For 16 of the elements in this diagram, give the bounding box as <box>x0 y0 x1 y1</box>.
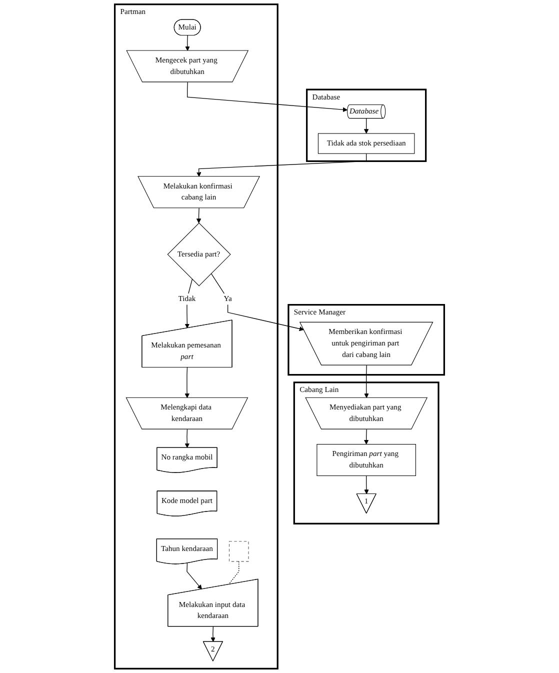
arrow <box>210 273 304 332</box>
arrow <box>364 475 369 494</box>
arrow <box>187 82 348 112</box>
node-box <box>228 541 249 562</box>
arrow <box>185 35 190 51</box>
arrow <box>186 562 202 590</box>
arrow <box>210 626 216 642</box>
arrow <box>196 153 367 177</box>
arrow <box>364 429 369 444</box>
arrow <box>184 429 190 448</box>
arrow <box>184 367 190 398</box>
arrow <box>364 365 369 398</box>
arrow <box>364 118 369 134</box>
arrow <box>196 208 202 224</box>
arrow <box>184 278 193 328</box>
connector <box>228 561 240 585</box>
